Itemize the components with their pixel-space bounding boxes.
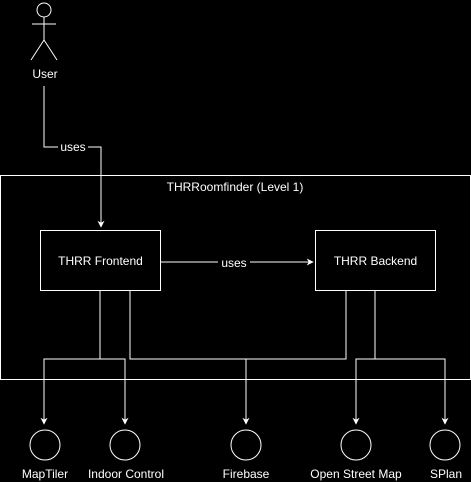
edge-user-to-frontend[interactable]: uses [43,86,105,228]
stick-figure-icon [30,2,58,61]
maptiler-interface-circle-icon[interactable] [29,429,61,461]
external-label-open-street-map: Open Street Map [310,467,402,481]
edge-label-frontend-backend: uses [221,256,246,270]
system-boundary-title: THRRoomfinder (Level 1) [167,180,304,194]
edge-label-bg [58,140,88,154]
frontend-component[interactable]: THRR Frontend [40,230,161,291]
external-label-splan: SPlan [430,467,462,481]
open-street-map-interface-circle-icon[interactable] [340,429,372,461]
edge-backend-to-firebase[interactable] [246,291,347,360]
user-actor[interactable] [30,2,58,61]
frontend-label: THRR Frontend [58,254,143,268]
external-label-indoor-control: Indoor Control [88,467,164,481]
edge-backend-to-open-street-map[interactable] [352,291,376,425]
edge-label-user-frontend: uses [60,140,85,154]
edge-backend-to-splan[interactable] [375,358,449,425]
external-label-maptiler: MapTiler [22,467,68,481]
indoor-control-interface-circle-icon[interactable] [109,429,141,461]
edge-frontend-to-maptiler[interactable] [40,291,101,425]
edge-frontend-to-firebase[interactable] [129,291,250,425]
splan-interface-circle-icon[interactable] [429,429,461,461]
firebase-interface-circle-icon[interactable] [230,429,262,461]
backend-label: THRR Backend [334,254,417,268]
edge-label-bg [218,256,250,269]
external-label-firebase: Firebase [223,467,270,481]
user-label: User [32,67,57,81]
edge-frontend-to-backend[interactable]: uses [161,256,314,270]
backend-component[interactable]: THRR Backend [315,230,436,291]
edge-frontend-to-indoor-control[interactable] [100,358,129,425]
